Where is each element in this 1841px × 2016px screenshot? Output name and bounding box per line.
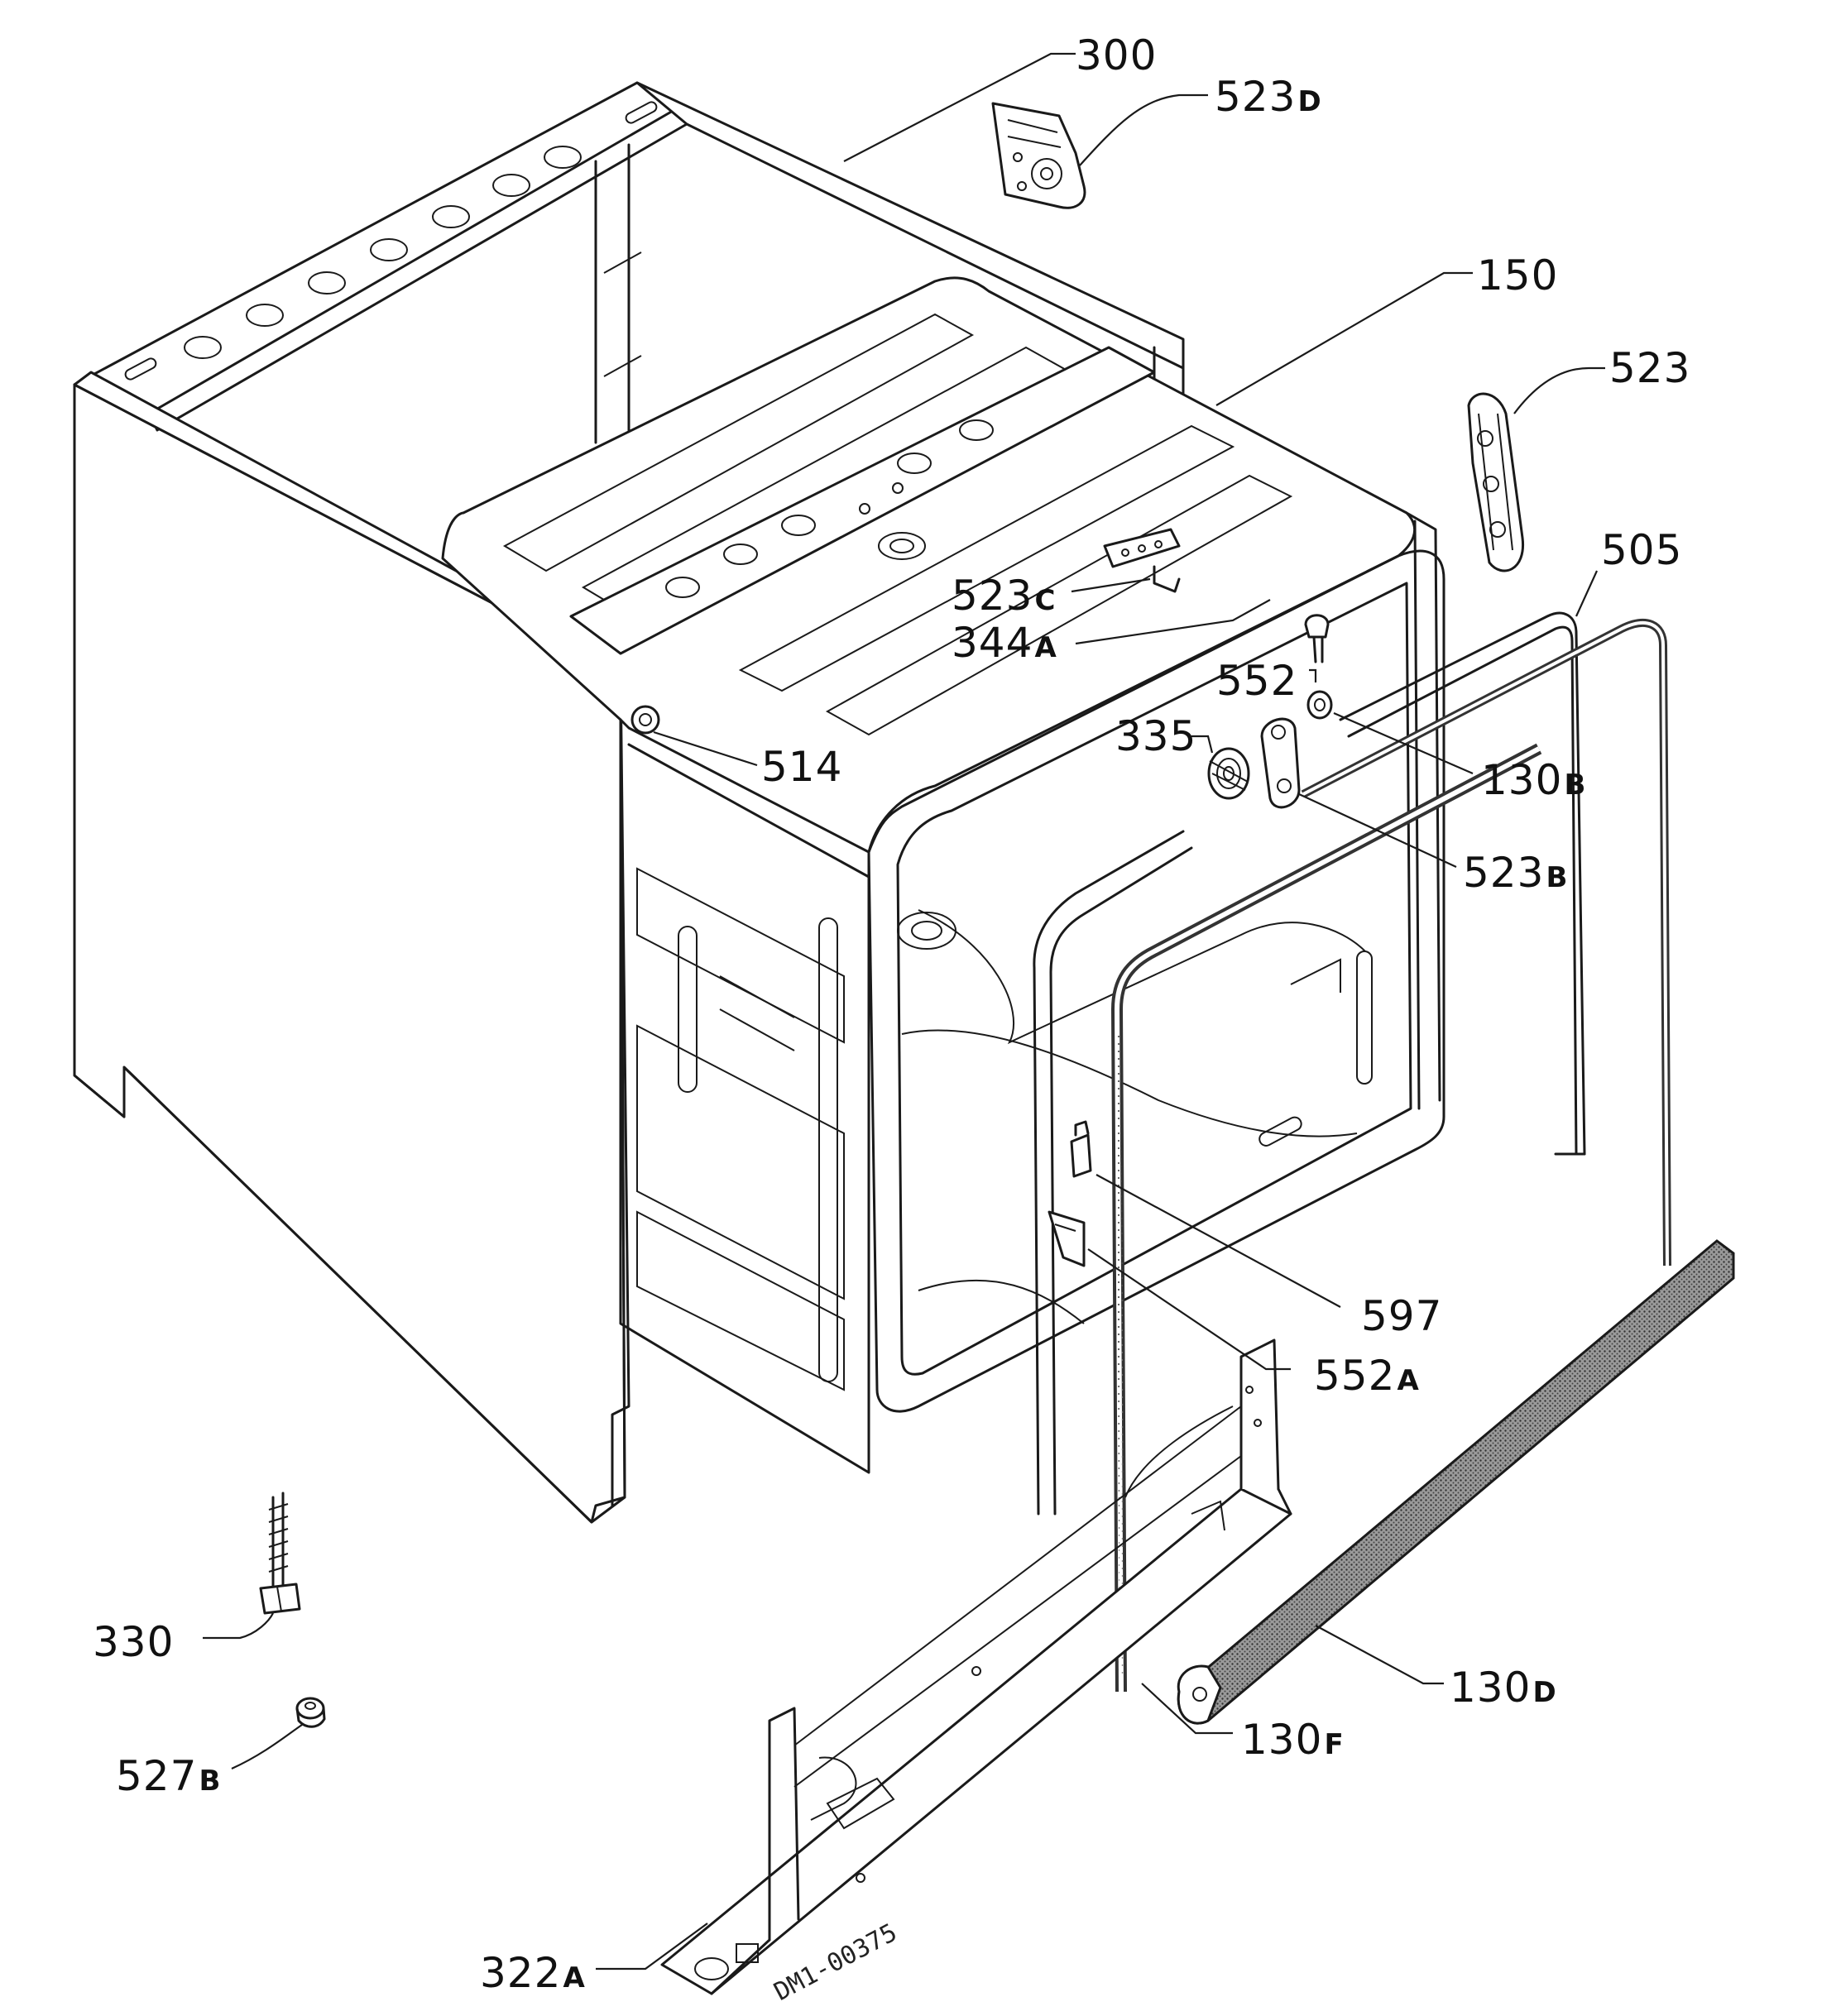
label-150: 150	[1477, 251, 1559, 299]
leader-lines	[203, 52, 1605, 1971]
part-514-plug	[630, 705, 660, 735]
tub	[441, 276, 1445, 1474]
label-523D: 523D	[1215, 73, 1322, 121]
part-552A-clip	[1048, 1210, 1086, 1267]
label-130D: 130D	[1450, 1664, 1557, 1712]
part-322A-plinth	[660, 1338, 1292, 1995]
part-330-foot	[259, 1492, 301, 1615]
label-335: 335	[1115, 712, 1197, 760]
label-527B: 527B	[116, 1752, 222, 1800]
label-597: 597	[1361, 1292, 1443, 1340]
part-335-spring	[1207, 747, 1250, 800]
label-523C: 523C	[952, 572, 1057, 620]
label-330: 330	[93, 1618, 175, 1666]
part-505-gasket	[1301, 611, 1671, 1267]
part-552-pin	[1304, 614, 1330, 663]
label-552: 552	[1216, 657, 1298, 705]
part-523C-clip	[1103, 528, 1181, 593]
label-523: 523	[1609, 344, 1691, 392]
part-523-guide	[1467, 392, 1524, 572]
part-130B-grommet	[1306, 690, 1333, 720]
part-597-clip	[1070, 1120, 1092, 1178]
part-527B-nut	[295, 1697, 326, 1728]
label-322A: 322A	[480, 1949, 586, 1997]
label-523B: 523B	[1463, 849, 1569, 897]
cabinet-frame	[73, 81, 1185, 1524]
label-514: 514	[761, 743, 843, 791]
part-523B-plate	[1260, 717, 1301, 809]
label-130B: 130B	[1481, 756, 1587, 804]
label-300: 300	[1076, 31, 1158, 79]
part-130D-bottom-seal	[1177, 1239, 1735, 1725]
part-130F-door-seal	[1033, 743, 1542, 1693]
part-523D-bracket	[991, 102, 1086, 209]
label-130F: 130F	[1241, 1716, 1345, 1764]
label-552A: 552A	[1314, 1352, 1420, 1400]
label-344A: 344A	[952, 619, 1057, 667]
label-505: 505	[1601, 526, 1683, 574]
